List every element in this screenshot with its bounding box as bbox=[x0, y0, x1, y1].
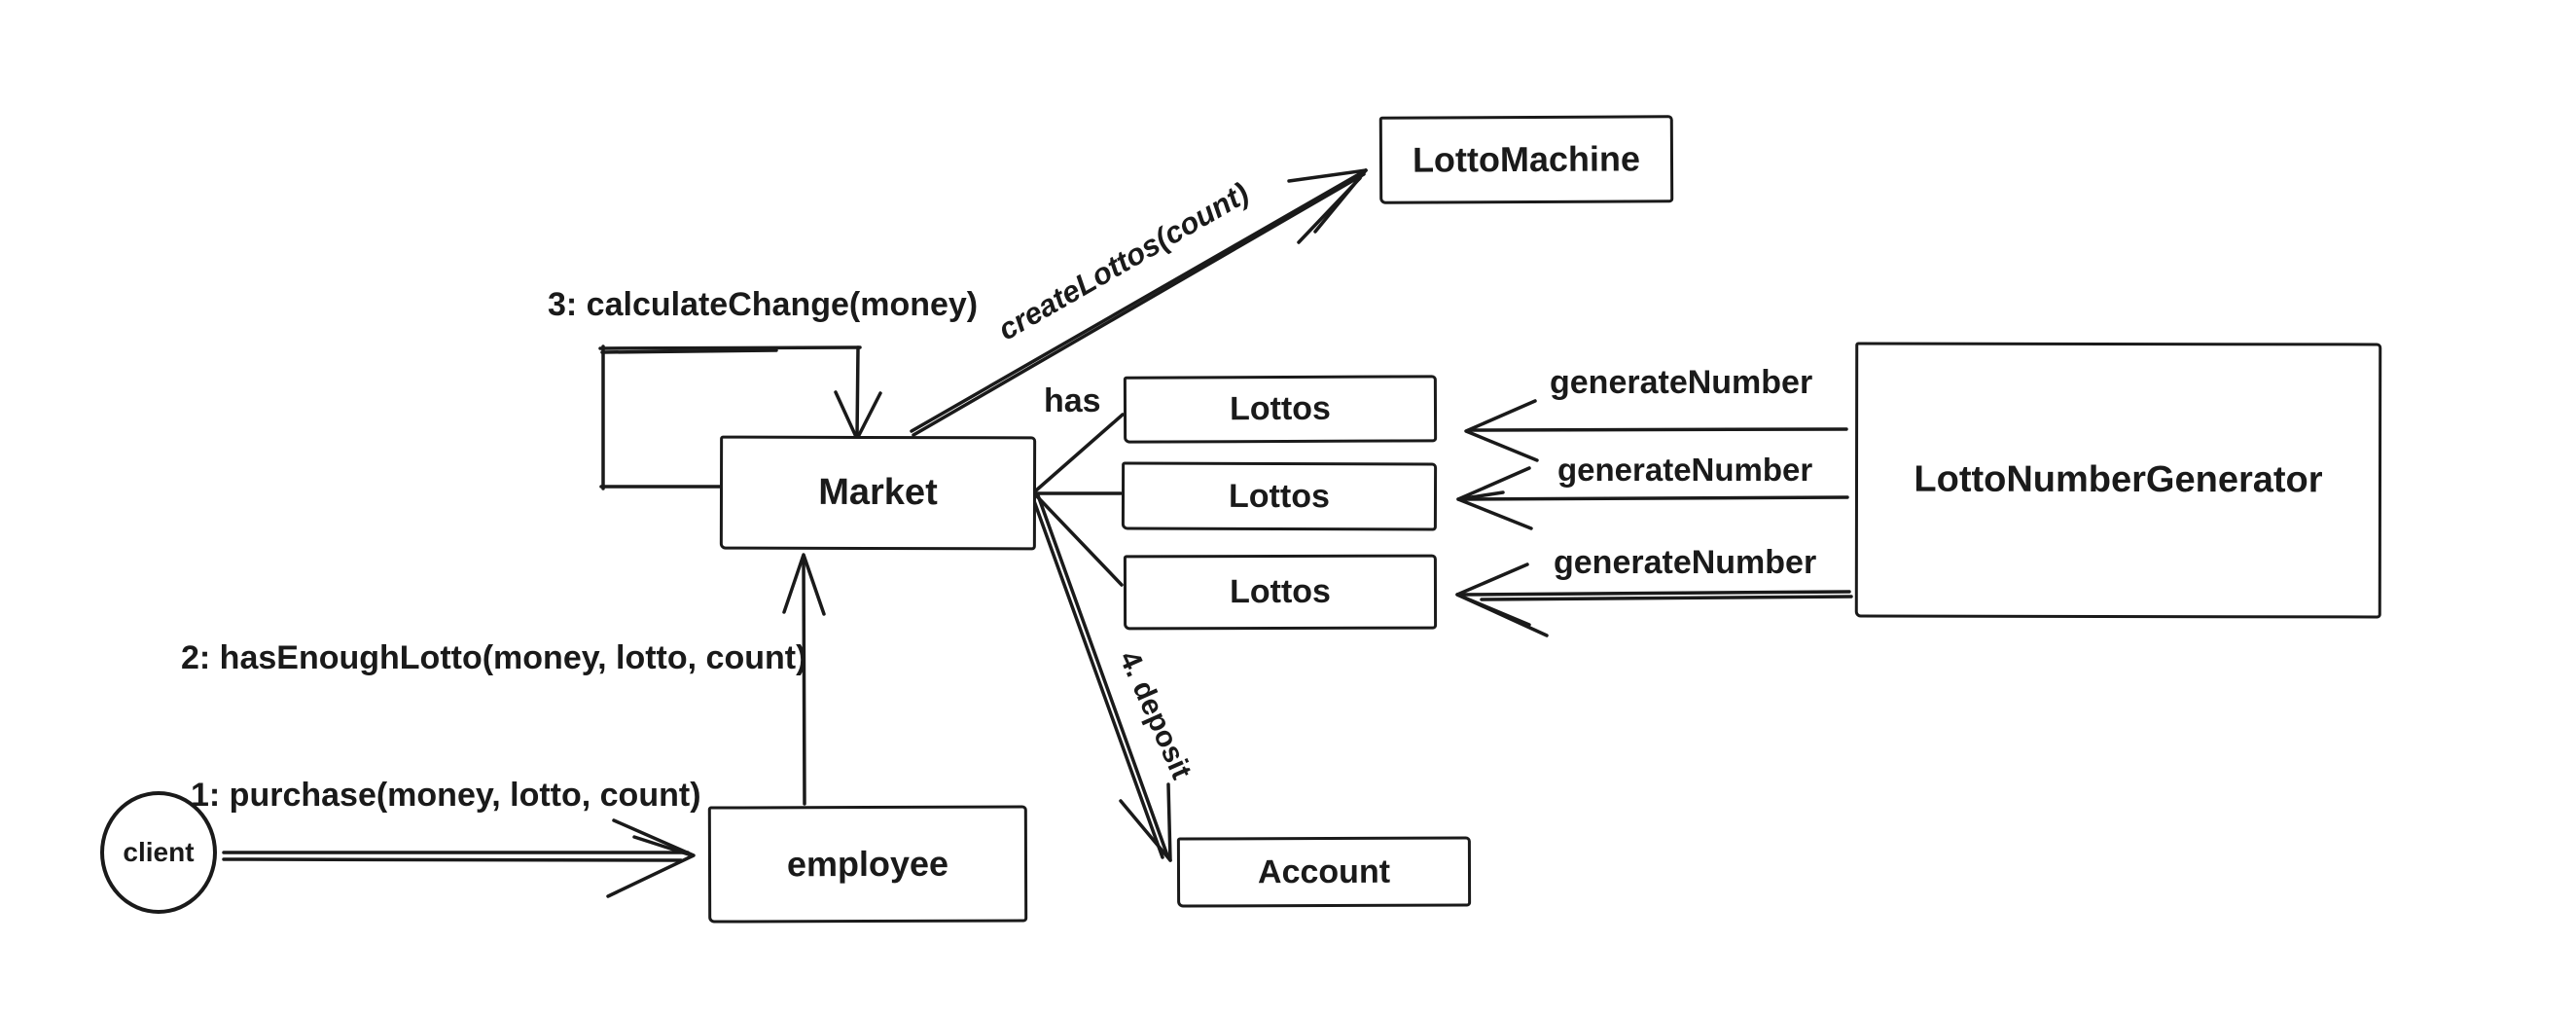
arrowhead-icon bbox=[782, 553, 826, 616]
edge-line bbox=[1460, 495, 1849, 501]
edge-line bbox=[1469, 427, 1848, 432]
arrowhead-icon bbox=[1464, 399, 1539, 462]
node-label: Market bbox=[818, 471, 938, 514]
arrowhead-icon bbox=[632, 835, 694, 857]
node-label: LottoMachine bbox=[1412, 138, 1641, 180]
edge-line bbox=[1036, 493, 1169, 857]
node-label: Lottos bbox=[1229, 389, 1332, 428]
arrowhead-icon bbox=[606, 818, 696, 898]
edge-generate-number-2 bbox=[1456, 466, 1849, 530]
node-label: Lottos bbox=[1228, 477, 1330, 515]
edge-line bbox=[855, 345, 860, 440]
edge-has bbox=[1034, 413, 1125, 587]
edge-label-generate-number-2: generateNumber bbox=[1557, 452, 1813, 488]
node-lottos-3[interactable]: Lottos bbox=[1123, 554, 1438, 631]
node-label: Lottos bbox=[1230, 572, 1331, 611]
arrowhead-icon bbox=[1455, 593, 1549, 637]
arrowhead-icon bbox=[1287, 168, 1368, 183]
edge-deposit bbox=[1031, 493, 1172, 862]
edge-generate-number-3 bbox=[1455, 562, 1853, 637]
node-label: LottoNumberGenerator bbox=[1914, 458, 2323, 501]
edge-create-lottos bbox=[910, 168, 1368, 437]
node-account[interactable]: Account bbox=[1176, 836, 1472, 908]
edge-line bbox=[1458, 590, 1851, 597]
edge-label-calculate-change: 3: calculateChange(money) bbox=[548, 286, 979, 323]
edge-generate-number-1 bbox=[1464, 399, 1848, 462]
node-lotto-machine[interactable]: LottoMachine bbox=[1378, 115, 1674, 204]
edge-label-generate-number-1: generateNumber bbox=[1550, 364, 1813, 401]
arrowhead-icon bbox=[1119, 799, 1172, 862]
edge-line bbox=[802, 555, 806, 806]
edge-line bbox=[1031, 496, 1164, 859]
edge-label-generate-number-3: generateNumber bbox=[1554, 544, 1817, 581]
arrowhead-icon bbox=[1456, 490, 1505, 501]
node-lottos-1[interactable]: Lottos bbox=[1123, 375, 1438, 444]
node-market[interactable]: Market bbox=[719, 435, 1037, 551]
edge-label-purchase: 1: purchase(money, lotto, count) bbox=[191, 777, 701, 814]
node-employee[interactable]: employee bbox=[707, 805, 1028, 924]
node-label: Account bbox=[1257, 853, 1391, 890]
edge-line bbox=[600, 348, 778, 354]
edge-label-has: has bbox=[1044, 382, 1101, 419]
edge-calculate-change bbox=[598, 345, 882, 490]
edge-line bbox=[598, 345, 862, 350]
edge-line bbox=[1034, 413, 1125, 492]
node-lotto-number-generator[interactable]: LottoNumberGenerator bbox=[1854, 342, 2382, 619]
edge-line bbox=[1034, 493, 1124, 587]
edge-line bbox=[912, 172, 1366, 437]
node-label: client bbox=[123, 837, 195, 867]
node-client[interactable]: client bbox=[100, 791, 217, 914]
edge-line bbox=[910, 168, 1368, 433]
edge-has-enough-lotto bbox=[782, 553, 826, 806]
node-lottos-2[interactable]: Lottos bbox=[1121, 461, 1438, 531]
node-label: employee bbox=[786, 843, 949, 885]
edge-line bbox=[222, 857, 683, 862]
arrowhead-icon bbox=[1297, 176, 1362, 244]
edge-line bbox=[1480, 595, 1853, 601]
edge-label-has-enough-lotto: 2: hasEnoughLotto(money, lotto, count) bbox=[181, 639, 807, 676]
arrowhead-icon bbox=[1166, 782, 1172, 862]
edge-purchase bbox=[222, 818, 696, 898]
